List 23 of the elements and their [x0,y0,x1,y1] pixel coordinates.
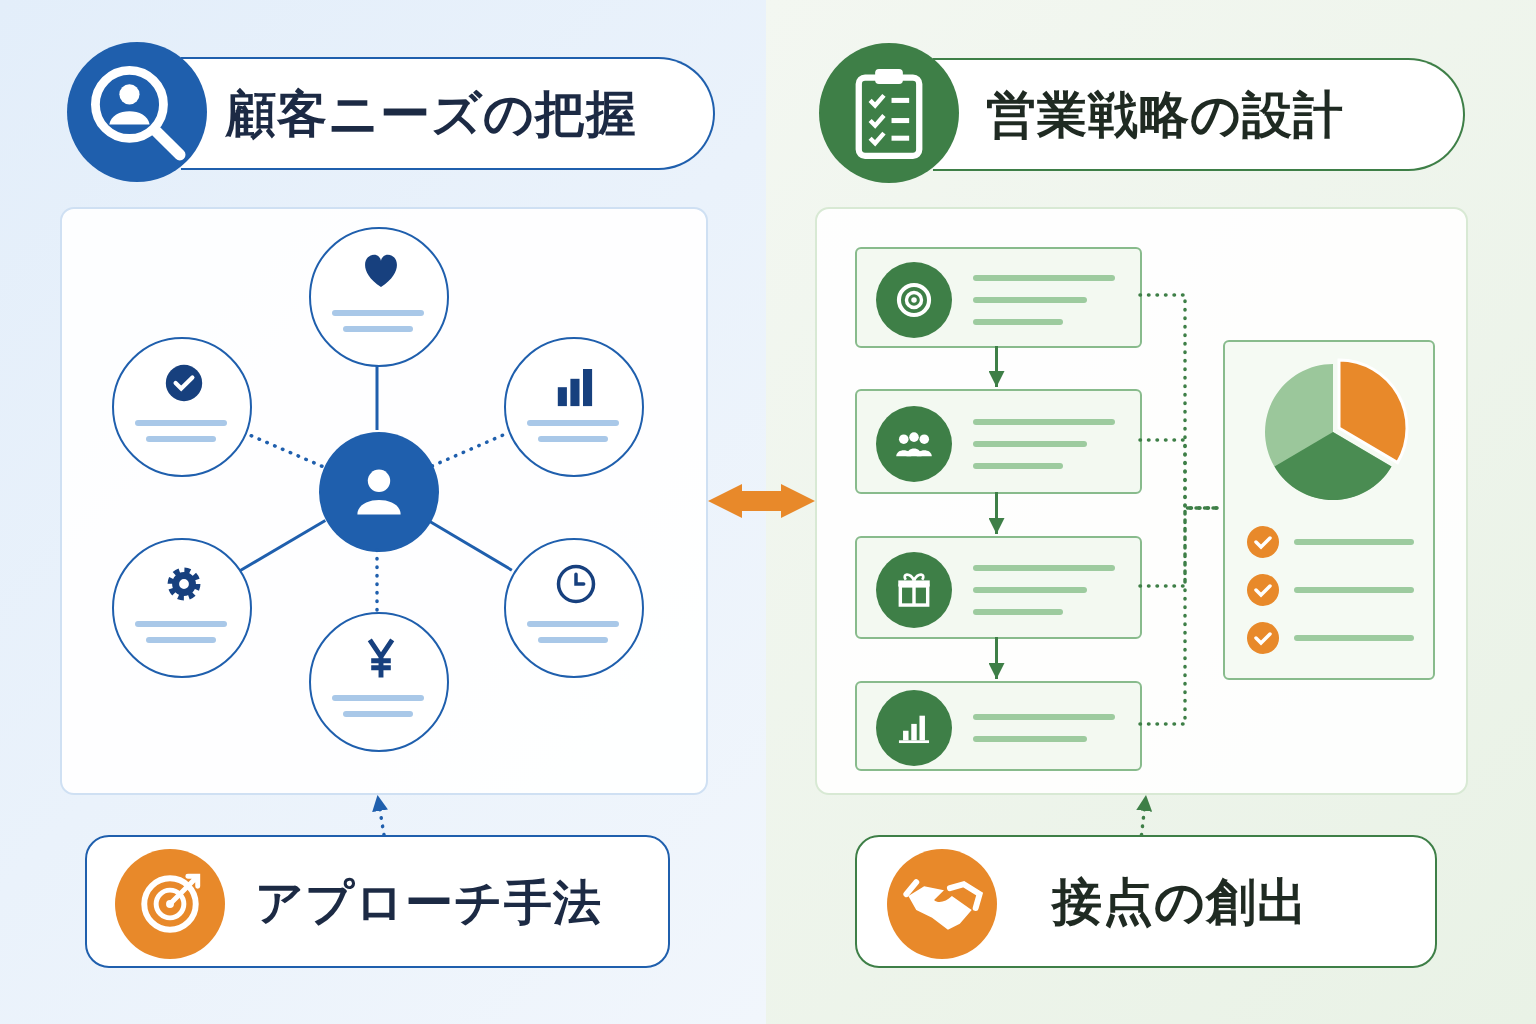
step-card [855,536,1142,639]
step-card [855,681,1142,771]
arrow [372,793,388,837]
panel-card [60,207,708,795]
title-text: 営業戦略の設計 [986,87,1344,142]
arrow [1136,793,1153,837]
title-text: 接点の創出 [1052,874,1308,929]
connector-line [239,519,327,572]
arrow [988,637,1005,679]
chart-card [1223,340,1435,680]
title-text: 顧客ニーズの把握 [226,86,637,141]
title-pill [855,835,1437,968]
arrow [988,492,1005,534]
connector-line [375,365,379,430]
double-arrow [708,484,815,518]
title-pill [85,835,670,968]
panel-card [815,207,1468,795]
step-card [855,247,1142,348]
step-card [855,389,1142,494]
title-text: アプローチ手法 [255,875,602,928]
connector-line [375,548,379,612]
connector-line [427,519,513,572]
arrow [988,346,1005,387]
